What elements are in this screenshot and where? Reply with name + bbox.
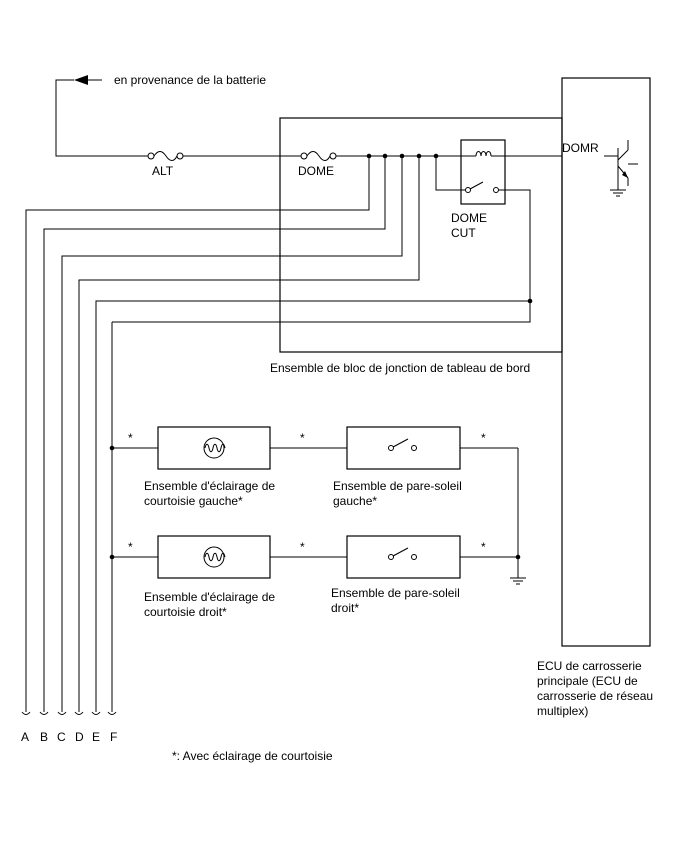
connector-marks xyxy=(21,711,117,715)
junction-block-label: Ensemble de bloc de jonction de tableau … xyxy=(270,361,530,375)
wire-b xyxy=(43,156,386,712)
junction-block-box xyxy=(279,117,563,353)
connector-label-b: B xyxy=(40,730,48,744)
star-3: * xyxy=(481,431,486,445)
body-ecu-box xyxy=(561,77,651,647)
sun-visor-left-box xyxy=(346,426,461,470)
connector-label-f: F xyxy=(110,730,117,744)
ecu-ground-icon xyxy=(610,188,626,197)
ecu-label-3: carrosserie de réseau xyxy=(537,689,653,703)
dome-cut-relay xyxy=(460,139,506,205)
dome-fuse-label: DOME xyxy=(298,164,334,178)
star-2: * xyxy=(300,431,305,445)
courtesy-left-label-2: courtoisie gauche* xyxy=(144,494,243,508)
relay-coil-icon xyxy=(475,151,492,157)
connector-label-a: A xyxy=(21,730,29,744)
courtesy-light-right-box xyxy=(157,535,271,579)
alt-fuse-label: ALT xyxy=(152,164,174,178)
ground-icon xyxy=(510,577,526,585)
dome-fuse xyxy=(300,151,337,161)
visor-right-label-2: droit* xyxy=(331,601,359,615)
wire-a xyxy=(25,156,370,712)
visor-left-label-1: Ensemble de pare-soleil xyxy=(333,479,462,493)
visor-left-label-2: gauche* xyxy=(333,494,377,508)
wire-d xyxy=(78,156,420,712)
battery-arrow-icon xyxy=(74,75,88,85)
star-6: * xyxy=(481,540,486,554)
transistor-icon xyxy=(604,140,638,188)
ecu-label-1: ECU de carrosserie xyxy=(537,659,642,673)
switch-icon xyxy=(388,547,417,560)
battery-label: en provenance de la batterie xyxy=(114,73,266,87)
ecu-label-4: multiplex) xyxy=(537,704,588,718)
footnote: *: Avec éclairage de courtoisie xyxy=(172,749,333,763)
courtesy-right-label-2: courtoisie droit* xyxy=(144,605,227,619)
switch-icon xyxy=(388,438,417,451)
battery-feed xyxy=(55,75,148,157)
visor-right-label-1: Ensemble de pare-soleil xyxy=(331,586,460,600)
star-5: * xyxy=(300,540,305,554)
dome-cut-label-1: DOME xyxy=(451,211,487,225)
star-1: * xyxy=(128,431,133,445)
courtesy-light-left-box xyxy=(157,426,271,470)
domr-label: DOMR xyxy=(562,141,599,155)
sun-visor-right-box xyxy=(346,535,461,579)
connector-label-e: E xyxy=(92,730,100,744)
courtesy-left-label-1: Ensemble d'éclairage de xyxy=(144,479,275,493)
wire-c xyxy=(61,156,403,712)
courtesy-right-label-1: Ensemble d'éclairage de xyxy=(144,590,275,604)
dome-cut-label-2: CUT xyxy=(451,226,476,240)
star-4: * xyxy=(128,540,133,554)
connector-label-d: D xyxy=(75,730,84,744)
lamp-icon xyxy=(203,546,226,568)
alt-fuse xyxy=(147,151,184,161)
connector-label-c: C xyxy=(57,730,66,744)
ecu-label-2: principale (ECU de xyxy=(537,674,638,688)
wire-e xyxy=(95,300,530,712)
lamp-icon xyxy=(203,437,226,459)
